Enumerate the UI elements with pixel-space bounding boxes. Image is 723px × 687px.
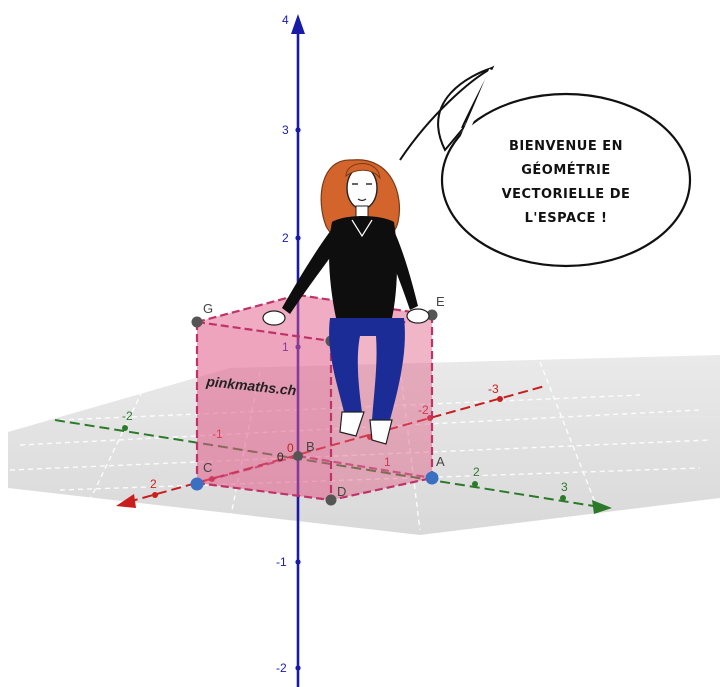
- origin-label: 0: [277, 450, 284, 464]
- origin-label: 0: [287, 441, 294, 455]
- speech-line: BIENVENUE EN: [509, 139, 623, 154]
- x-tick-label: 1: [384, 455, 391, 469]
- x-tick-label: -3: [488, 382, 499, 396]
- vertex-a: [425, 471, 439, 485]
- z-tick-label: 2: [282, 231, 289, 245]
- speech-line: L'ESPACE !: [525, 211, 608, 226]
- label-a: A: [436, 454, 445, 469]
- label-e: E: [436, 294, 445, 309]
- x-tick-label: 2: [150, 477, 157, 491]
- y-tick-label: -2: [122, 409, 133, 423]
- z-tick-label: 3: [282, 123, 289, 137]
- vertex-g: [191, 316, 203, 328]
- cube: G E C A D B 0 0 pinkmaths.ch: [190, 293, 445, 506]
- speech-bubble: BIENVENUE EN GÉOMÉTRIE VECTORIELLE DE L'…: [399, 65, 692, 268]
- y-tick-label: 3: [561, 480, 568, 494]
- z-tick-label: -2: [276, 661, 287, 675]
- label-c: C: [203, 460, 212, 475]
- vertex-c: [190, 477, 204, 491]
- vertex-d: [325, 494, 337, 506]
- label-d: D: [337, 484, 346, 499]
- speech-line: GÉOMÉTRIE: [521, 162, 611, 178]
- woman-illustration: [262, 159, 430, 445]
- speech-line: VECTORIELLE DE: [502, 187, 631, 202]
- label-g: G: [203, 301, 213, 316]
- y-tick-label: 2: [473, 465, 480, 479]
- vertex-b: [293, 451, 303, 461]
- label-b: B: [306, 439, 315, 454]
- z-tick-label: -1: [276, 555, 287, 569]
- x-tick-label: -2: [418, 403, 429, 417]
- z-tick-label: 4: [282, 13, 289, 27]
